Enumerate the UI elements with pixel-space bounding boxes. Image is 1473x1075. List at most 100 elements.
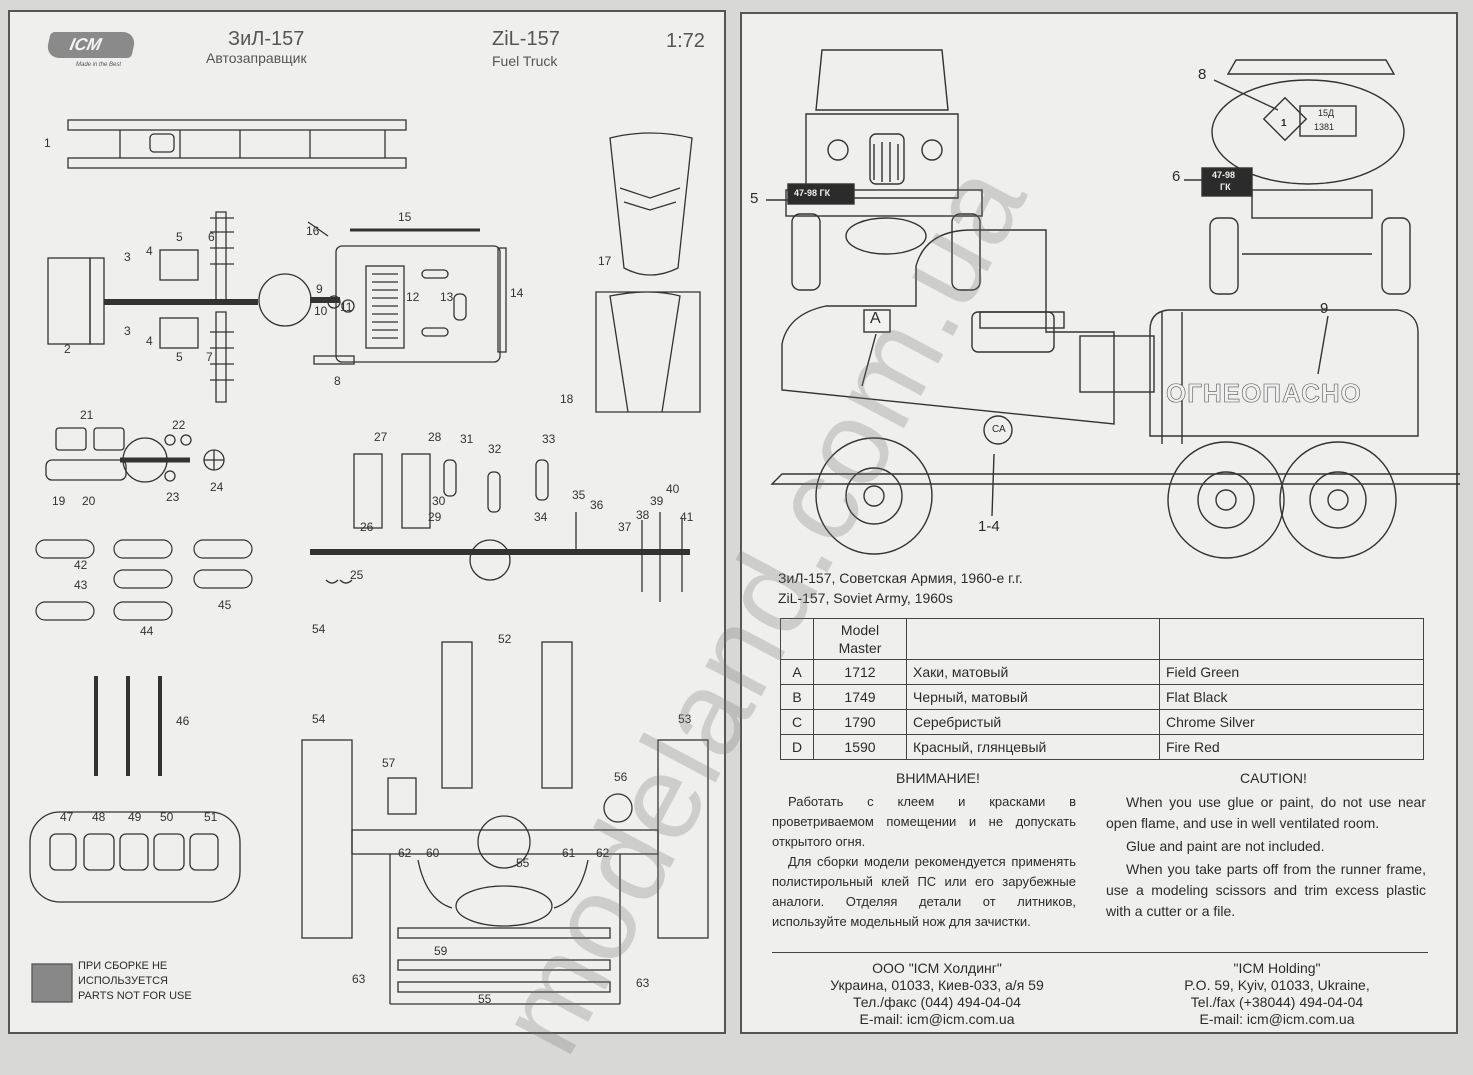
part-label: 44 — [140, 624, 154, 638]
part-label: 48 — [92, 810, 106, 824]
logo-tagline: Made in the Best — [76, 62, 122, 68]
header-model: Model — [840, 622, 880, 638]
legend-ru-line2: ИСПОЛЬЗУЕТСЯ — [78, 975, 168, 987]
rear-plate-line1: 47-98 — [1212, 170, 1236, 180]
part-label: 50 — [160, 810, 174, 824]
part-label: 5 — [176, 350, 183, 364]
part-label: 60 — [426, 846, 440, 860]
table-row: B 1749 Черный, матовый Flat Black — [780, 684, 1424, 710]
part-label: 25 — [350, 568, 364, 582]
caption-en: ZiL-157, Soviet Army, 1960s — [778, 590, 953, 606]
hazard-code-bottom: 1381 — [1314, 122, 1335, 132]
callout-a: A — [870, 310, 881, 327]
part-label: 34 — [534, 510, 548, 524]
hood-part — [609, 132, 693, 276]
part-label: 9 — [316, 282, 323, 296]
part-label: 11 — [340, 300, 353, 314]
part-label: 3 — [124, 250, 131, 264]
part-label: 59 — [434, 944, 448, 958]
title-en: ZiL-157 — [492, 28, 560, 50]
part-label: 35 — [572, 488, 586, 502]
part-label: 10 — [314, 304, 328, 318]
part-label: 39 — [650, 494, 664, 508]
part-label: 52 — [498, 632, 512, 646]
part-label: 13 — [440, 290, 454, 304]
part-label: 7 — [206, 350, 213, 364]
part-label: 27 — [374, 430, 388, 444]
part-label: 49 — [128, 810, 142, 824]
part-label: 56 — [614, 770, 628, 784]
part-label: 55 — [516, 856, 530, 870]
divider — [772, 952, 1428, 953]
callout-6: 6 — [1172, 168, 1181, 185]
painting-guide-page: 8 5 6 9 A 1-4 47-98 ГК 47-98 ГК 1 15Д 13… — [740, 12, 1460, 1034]
warning-ru-text: Работать с клеем и красками в проветрива… — [772, 794, 1076, 929]
part-label: 41 — [680, 510, 694, 524]
part-label: 4 — [146, 244, 153, 258]
part-label: 12 — [406, 290, 420, 304]
door-emblem: СА — [992, 424, 1006, 435]
part-label: 53 — [678, 712, 692, 726]
part-label: 63 — [352, 972, 366, 986]
part-label: 47 — [60, 810, 74, 824]
table-row: D 1590 Красный, глянцевый Fire Red — [780, 734, 1424, 760]
rear-plate-line2: ГК — [1220, 182, 1231, 192]
rear-view — [1201, 59, 1411, 295]
part-label: 54 — [312, 712, 326, 726]
part-label: 26 — [360, 520, 374, 534]
part-label: 22 — [172, 418, 186, 432]
part-label: 51 — [204, 810, 218, 824]
part-label: 28 — [428, 430, 442, 444]
part-label: 61 — [562, 846, 576, 860]
part-label: 2 — [64, 342, 71, 356]
callout-1-4: 1-4 — [978, 518, 1000, 535]
title-ru: ЗиЛ-157 — [228, 28, 305, 50]
part-label: 38 — [636, 508, 650, 522]
front-license-plate: 47-98 ГК — [794, 188, 831, 198]
runner-a — [47, 211, 507, 403]
part-label: 21 — [80, 408, 94, 422]
part-label: 3 — [124, 324, 131, 338]
hazard-number: 1 — [1281, 118, 1287, 129]
part-label: 23 — [166, 490, 180, 504]
part-label: 43 — [74, 578, 88, 592]
scale-label: 1:72 — [666, 30, 705, 52]
part-label: 37 — [618, 520, 632, 534]
not-used-swatch — [31, 963, 73, 1003]
part-label: 32 — [488, 442, 502, 456]
caption-ru: ЗиЛ-157, Советская Армия, 1960-е г.г. — [778, 570, 1023, 586]
truck-views — [766, 49, 1460, 559]
part-label: 4 — [146, 334, 153, 348]
callout-8: 8 — [1198, 66, 1207, 83]
table-row: A 1712 Хаки, матовый Field Green — [780, 659, 1424, 685]
warning-en-text: When you use glue or paint, do not use n… — [1106, 794, 1426, 919]
side-view — [770, 229, 1460, 559]
part-label: 62 — [398, 846, 412, 860]
part-label: 8 — [334, 374, 341, 388]
subtitle-en: Fuel Truck — [492, 53, 558, 69]
part-label: 57 — [382, 756, 396, 770]
subtitle-ru: Автозаправщик — [206, 50, 307, 66]
address-ru: ООО "ICM Холдинг" Украина, 01033, Киев-0… — [830, 960, 1044, 1027]
part-label: 45 — [218, 598, 232, 612]
part-label: 55 — [478, 992, 492, 1006]
parts-drawing — [29, 119, 709, 1005]
part-label: 36 — [590, 498, 604, 512]
part-label: 54 — [312, 622, 326, 636]
callout-9: 9 — [1320, 300, 1329, 317]
part-label: 20 — [82, 494, 96, 508]
part-label: 15 — [398, 210, 412, 224]
part-label: 63 — [636, 976, 650, 990]
part-label: 1 — [44, 136, 51, 150]
part-label: 16 — [306, 224, 320, 238]
part-label: 46 — [176, 714, 190, 728]
legend-ru-line1: ПРИ СБОРКЕ НЕ — [78, 960, 168, 972]
part-label: 14 — [510, 286, 524, 300]
part-label: 29 — [428, 510, 442, 524]
part-label: 5 — [176, 230, 183, 244]
part-label: 6 — [208, 230, 215, 244]
address-en: "ICM Holding" P.O. 59, Kyiv, 01033, Ukra… — [1184, 960, 1370, 1027]
part-label: 24 — [210, 480, 224, 494]
